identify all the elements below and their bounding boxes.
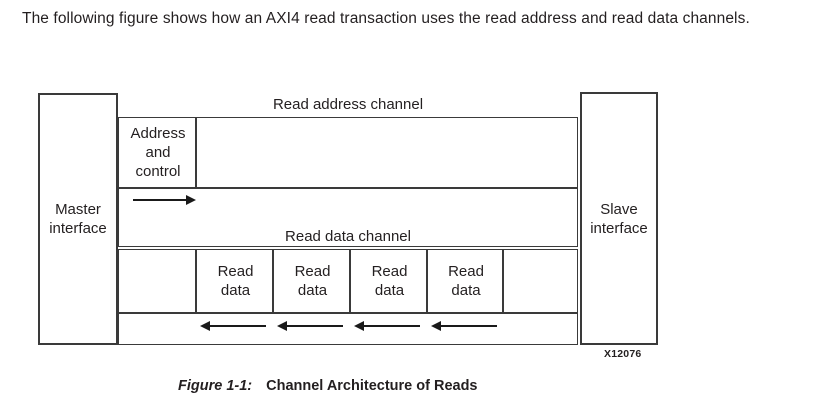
read-data-arrow-band	[118, 313, 578, 345]
address-and-control-line2: and	[145, 144, 171, 161]
address-and-control-line1: Address	[130, 125, 186, 142]
read-data-cell-line2: data	[220, 282, 251, 299]
master-interface-label-line2: interface	[49, 220, 107, 237]
read-data-arrow-icon	[200, 321, 266, 331]
address-and-control-cell: Address and control	[118, 117, 196, 188]
figure-caption-number: Figure 1-1:	[178, 378, 253, 394]
read-data-cell: Read data	[196, 249, 273, 313]
read-address-channel-label: Read address channel	[272, 96, 424, 113]
read-data-cell-line2: data	[451, 282, 481, 299]
read-data-cell: Read data	[273, 249, 350, 313]
figure-caption: Figure 1-1: Channel Architecture of Reads	[178, 378, 478, 394]
figure-id-label: X12076	[604, 348, 642, 360]
master-interface-label-line1: Master	[55, 201, 101, 218]
read-data-cell: Read data	[427, 249, 503, 313]
read-data-cell-line1: Read	[294, 263, 331, 280]
read-data-cell-line1: Read	[217, 263, 254, 280]
read-data-arrow-icon	[277, 321, 343, 331]
read-data-cell: Read data	[350, 249, 427, 313]
figure-caption-title: Channel Architecture of Reads	[266, 378, 478, 394]
read-data-channel-leading-empty-cell	[118, 249, 196, 313]
read-data-cell-line2: data	[297, 282, 328, 299]
read-data-cell-line1: Read	[371, 263, 408, 280]
slave-interface-label-line2: interface	[590, 219, 648, 237]
intro-paragraph: The following figure shows how an AXI4 r…	[22, 10, 750, 27]
read-data-arrow-icon	[431, 321, 497, 331]
slave-interface-label-line1: Slave	[600, 200, 638, 218]
read-data-cell-line2: data	[374, 282, 405, 299]
read-address-arrow-icon	[133, 195, 196, 205]
address-and-control-line3: control	[135, 163, 181, 180]
read-address-channel-empty-cell	[196, 117, 578, 188]
read-data-channel-trailing-empty-cell	[503, 249, 578, 313]
read-data-channel-label: Read data channel	[285, 228, 411, 245]
master-interface-box: Master interface	[38, 93, 118, 345]
read-data-arrow-icon	[354, 321, 420, 331]
slave-interface-box: Slave interface	[580, 92, 658, 345]
read-data-cell-line1: Read	[448, 263, 484, 280]
